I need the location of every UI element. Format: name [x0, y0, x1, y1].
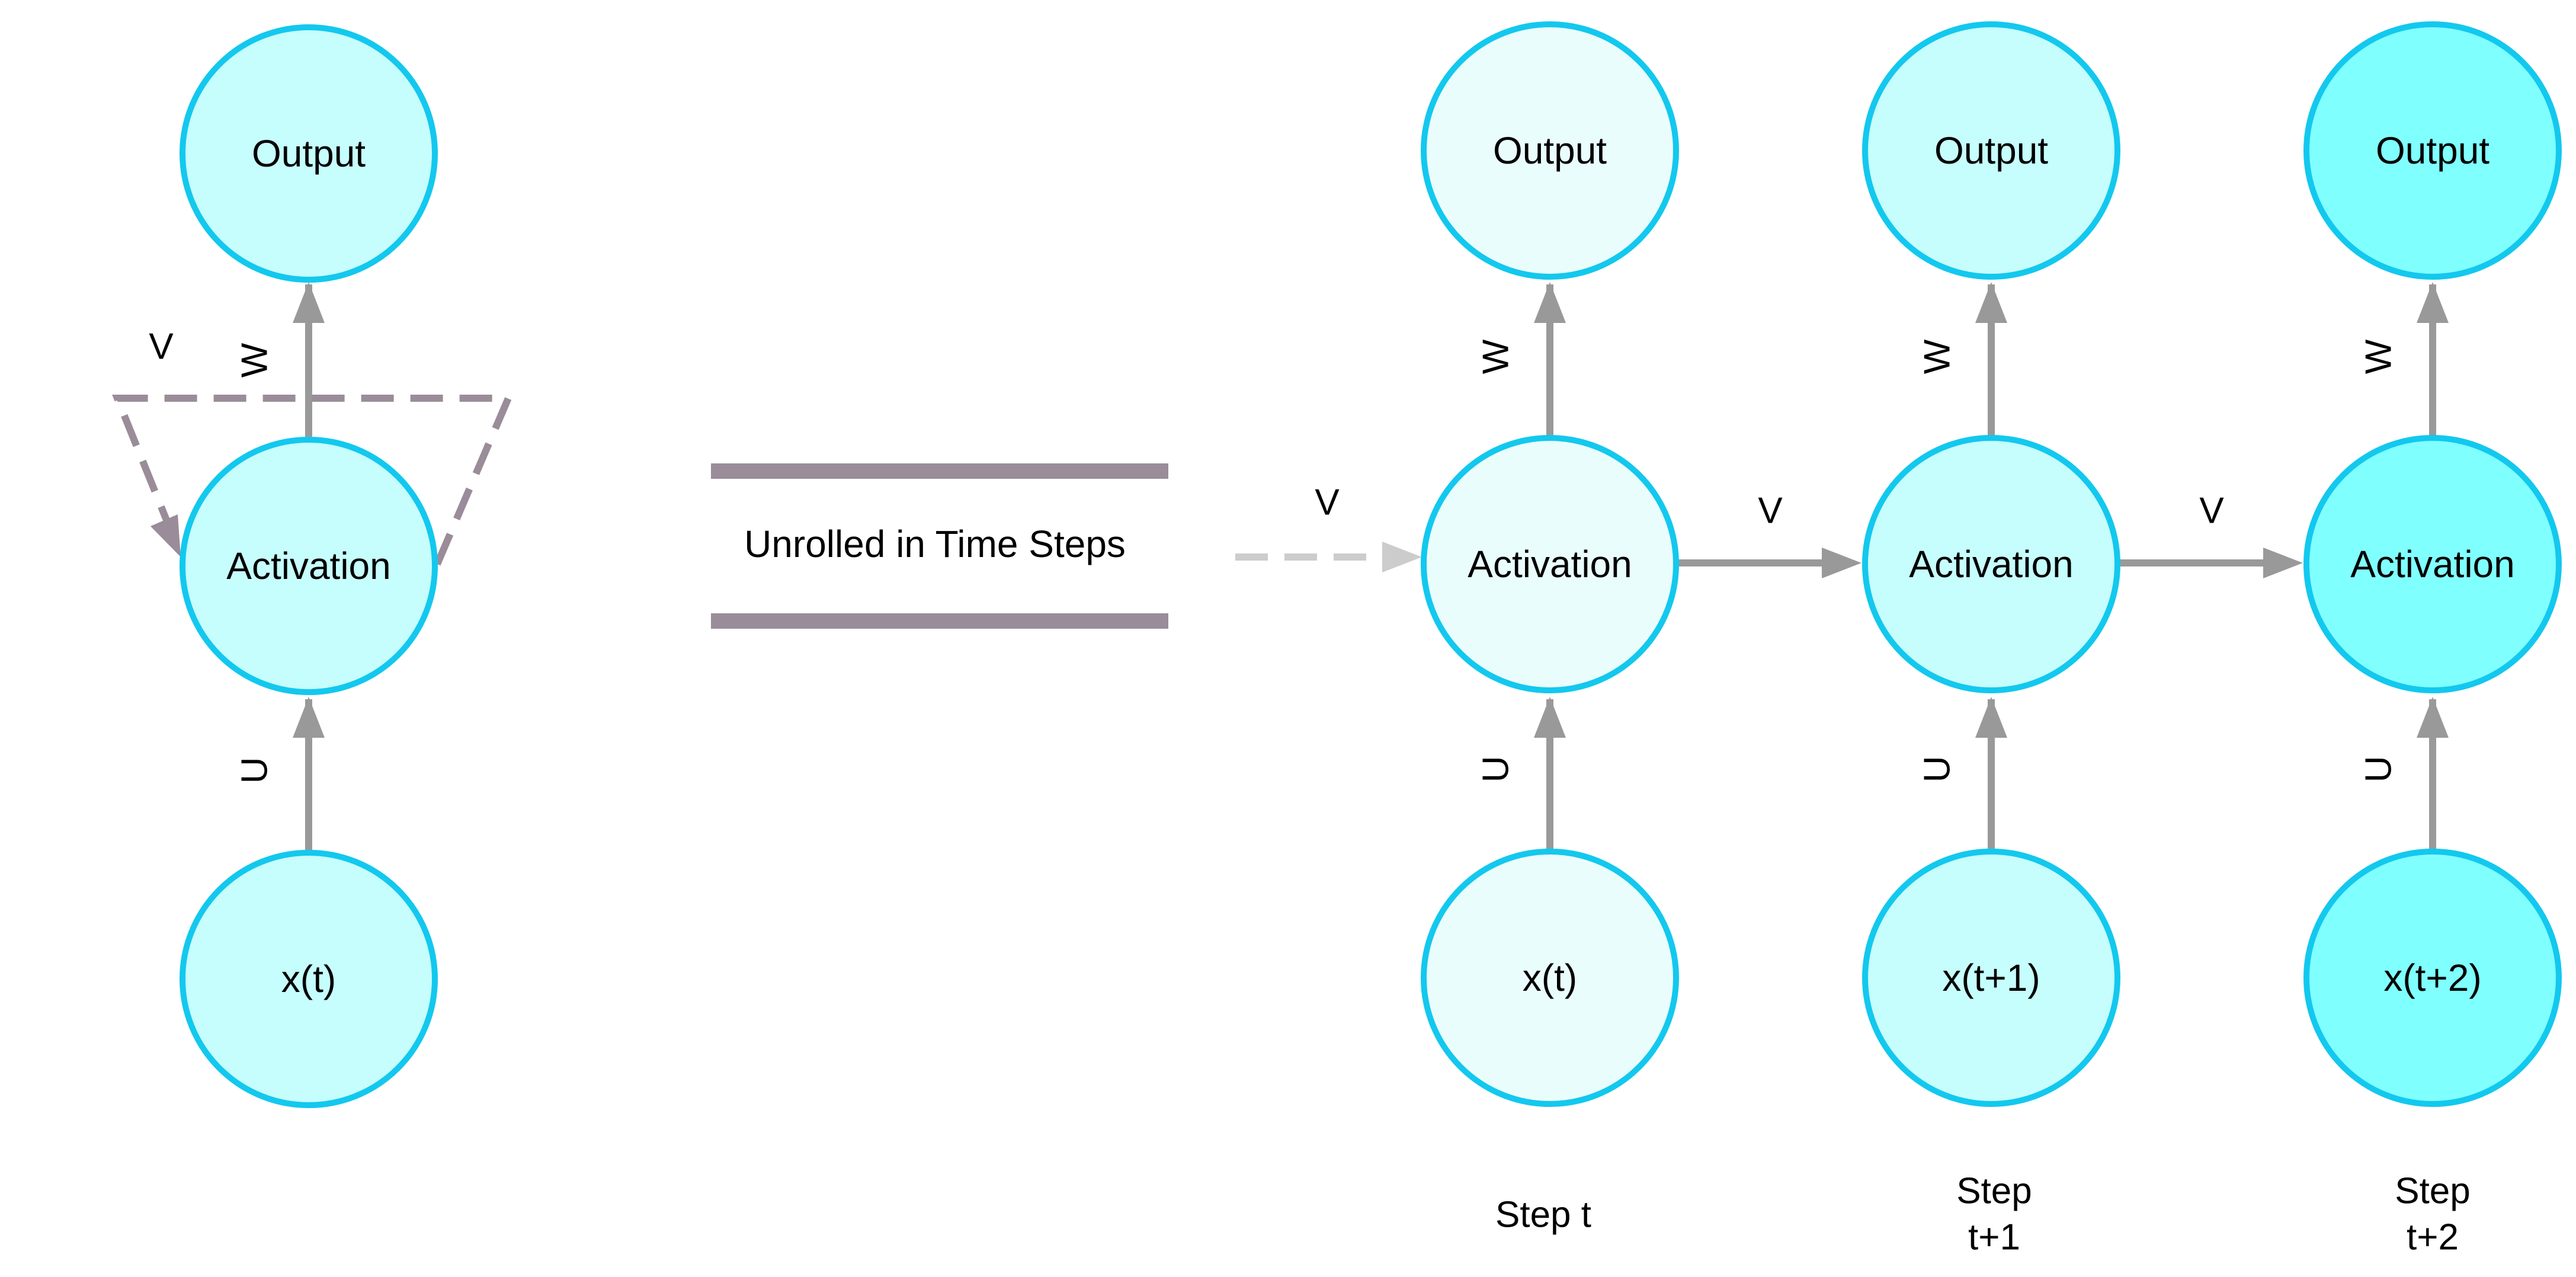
- folded-activation-label: Activation: [226, 545, 390, 587]
- folded-output-node: [180, 24, 438, 283]
- step-t2-activation-node: [2303, 435, 2562, 693]
- step-t-activation-node: [1421, 435, 1679, 693]
- step-t1-input-node: [1862, 849, 2120, 1107]
- v-arrowhead-step-2-to-3: [2263, 548, 2303, 578]
- incoming-v-label: V: [1315, 482, 1340, 523]
- step-t-activation-label: Activation: [1468, 543, 1632, 585]
- incoming-v-arrowhead: [1382, 542, 1422, 572]
- folded-output-label: Output: [252, 132, 366, 175]
- step-t1-output-node: [1862, 21, 2120, 280]
- step-t-caption: Step t: [1495, 1195, 1591, 1236]
- step-t1-caption-line1: Step: [1956, 1171, 2032, 1212]
- folded-u-arrowhead: [293, 697, 325, 738]
- step-t-output-label: Output: [1493, 129, 1607, 172]
- step-t2-u-arrowhead: [2417, 697, 2449, 738]
- step-t2-w-arrowhead: [2417, 282, 2449, 323]
- folded-recurrent-arrowhead: [150, 514, 181, 557]
- v-label-step-2-to-3: V: [2199, 491, 2224, 532]
- folded-input-node: [180, 850, 438, 1108]
- step-t-output-node: [1421, 21, 1679, 280]
- banner-label: Unrolled in Time Steps: [744, 523, 1126, 565]
- step-t2-w-label: W: [2359, 339, 2399, 374]
- step-t1-u-label: U: [1917, 756, 1958, 783]
- folded-w-arrowhead: [293, 282, 325, 323]
- time-step-t-plus-2: Output Activation x(t+2) W U Step t+2: [2303, 21, 2562, 1258]
- folded-w-label: W: [235, 343, 275, 377]
- step-t-u-arrowhead: [1534, 697, 1566, 738]
- step-t1-output-label: Output: [1934, 129, 2048, 172]
- step-t2-output-node: [2303, 21, 2562, 280]
- step-t2-caption-line2: t+2: [2407, 1217, 2459, 1258]
- v-arrowhead-step-1-to-2: [1822, 548, 1861, 578]
- step-t1-w-arrowhead: [1975, 282, 2007, 323]
- v-label-step-1-to-2: V: [1758, 491, 1783, 532]
- folded-rnn: Output Activation x(t) W U V: [112, 24, 514, 1108]
- step-t-w-arrowhead: [1534, 282, 1566, 323]
- step-t1-activation-node: [1862, 435, 2120, 693]
- step-t1-activation-label: Activation: [1909, 543, 2073, 585]
- step-t-u-label: U: [1476, 756, 1517, 783]
- step-t2-input-label: x(t+2): [2383, 956, 2481, 999]
- folded-u-label: U: [235, 757, 275, 784]
- folded-activation-node: [180, 437, 438, 695]
- banner-bottom-bar: [711, 613, 1168, 629]
- time-step-t-plus-1: Output Activation x(t+1) W U Step t+1: [1862, 21, 2120, 1258]
- step-t-input-node: [1421, 849, 1679, 1107]
- banner-top-bar: [711, 463, 1168, 479]
- step-t1-u-arrowhead: [1975, 697, 2007, 738]
- folded-v-label: V: [149, 327, 174, 367]
- time-step-t: Output Activation x(t) W U Step t: [1421, 21, 1679, 1236]
- step-t1-input-label: x(t+1): [1942, 956, 2040, 999]
- folded-recurrent-loop: [112, 395, 514, 566]
- step-t2-u-label: U: [2359, 756, 2399, 783]
- unrolled-rnn: V V V Output Activation x(t) W U Step t: [1235, 21, 2562, 1258]
- step-t-input-label: x(t): [1523, 956, 1577, 999]
- step-t2-caption-line1: Step: [2395, 1171, 2471, 1212]
- step-t2-activation-label: Activation: [2350, 543, 2514, 585]
- step-t2-output-label: Output: [2376, 129, 2490, 172]
- step-t1-caption-line2: t+1: [1968, 1217, 2020, 1258]
- step-t1-w-label: W: [1917, 339, 1958, 374]
- step-t-w-label: W: [1476, 339, 1517, 374]
- folded-input-label: x(t): [281, 958, 336, 1000]
- unrolled-banner: Unrolled in Time Steps: [711, 463, 1168, 629]
- step-t2-input-node: [2303, 849, 2562, 1107]
